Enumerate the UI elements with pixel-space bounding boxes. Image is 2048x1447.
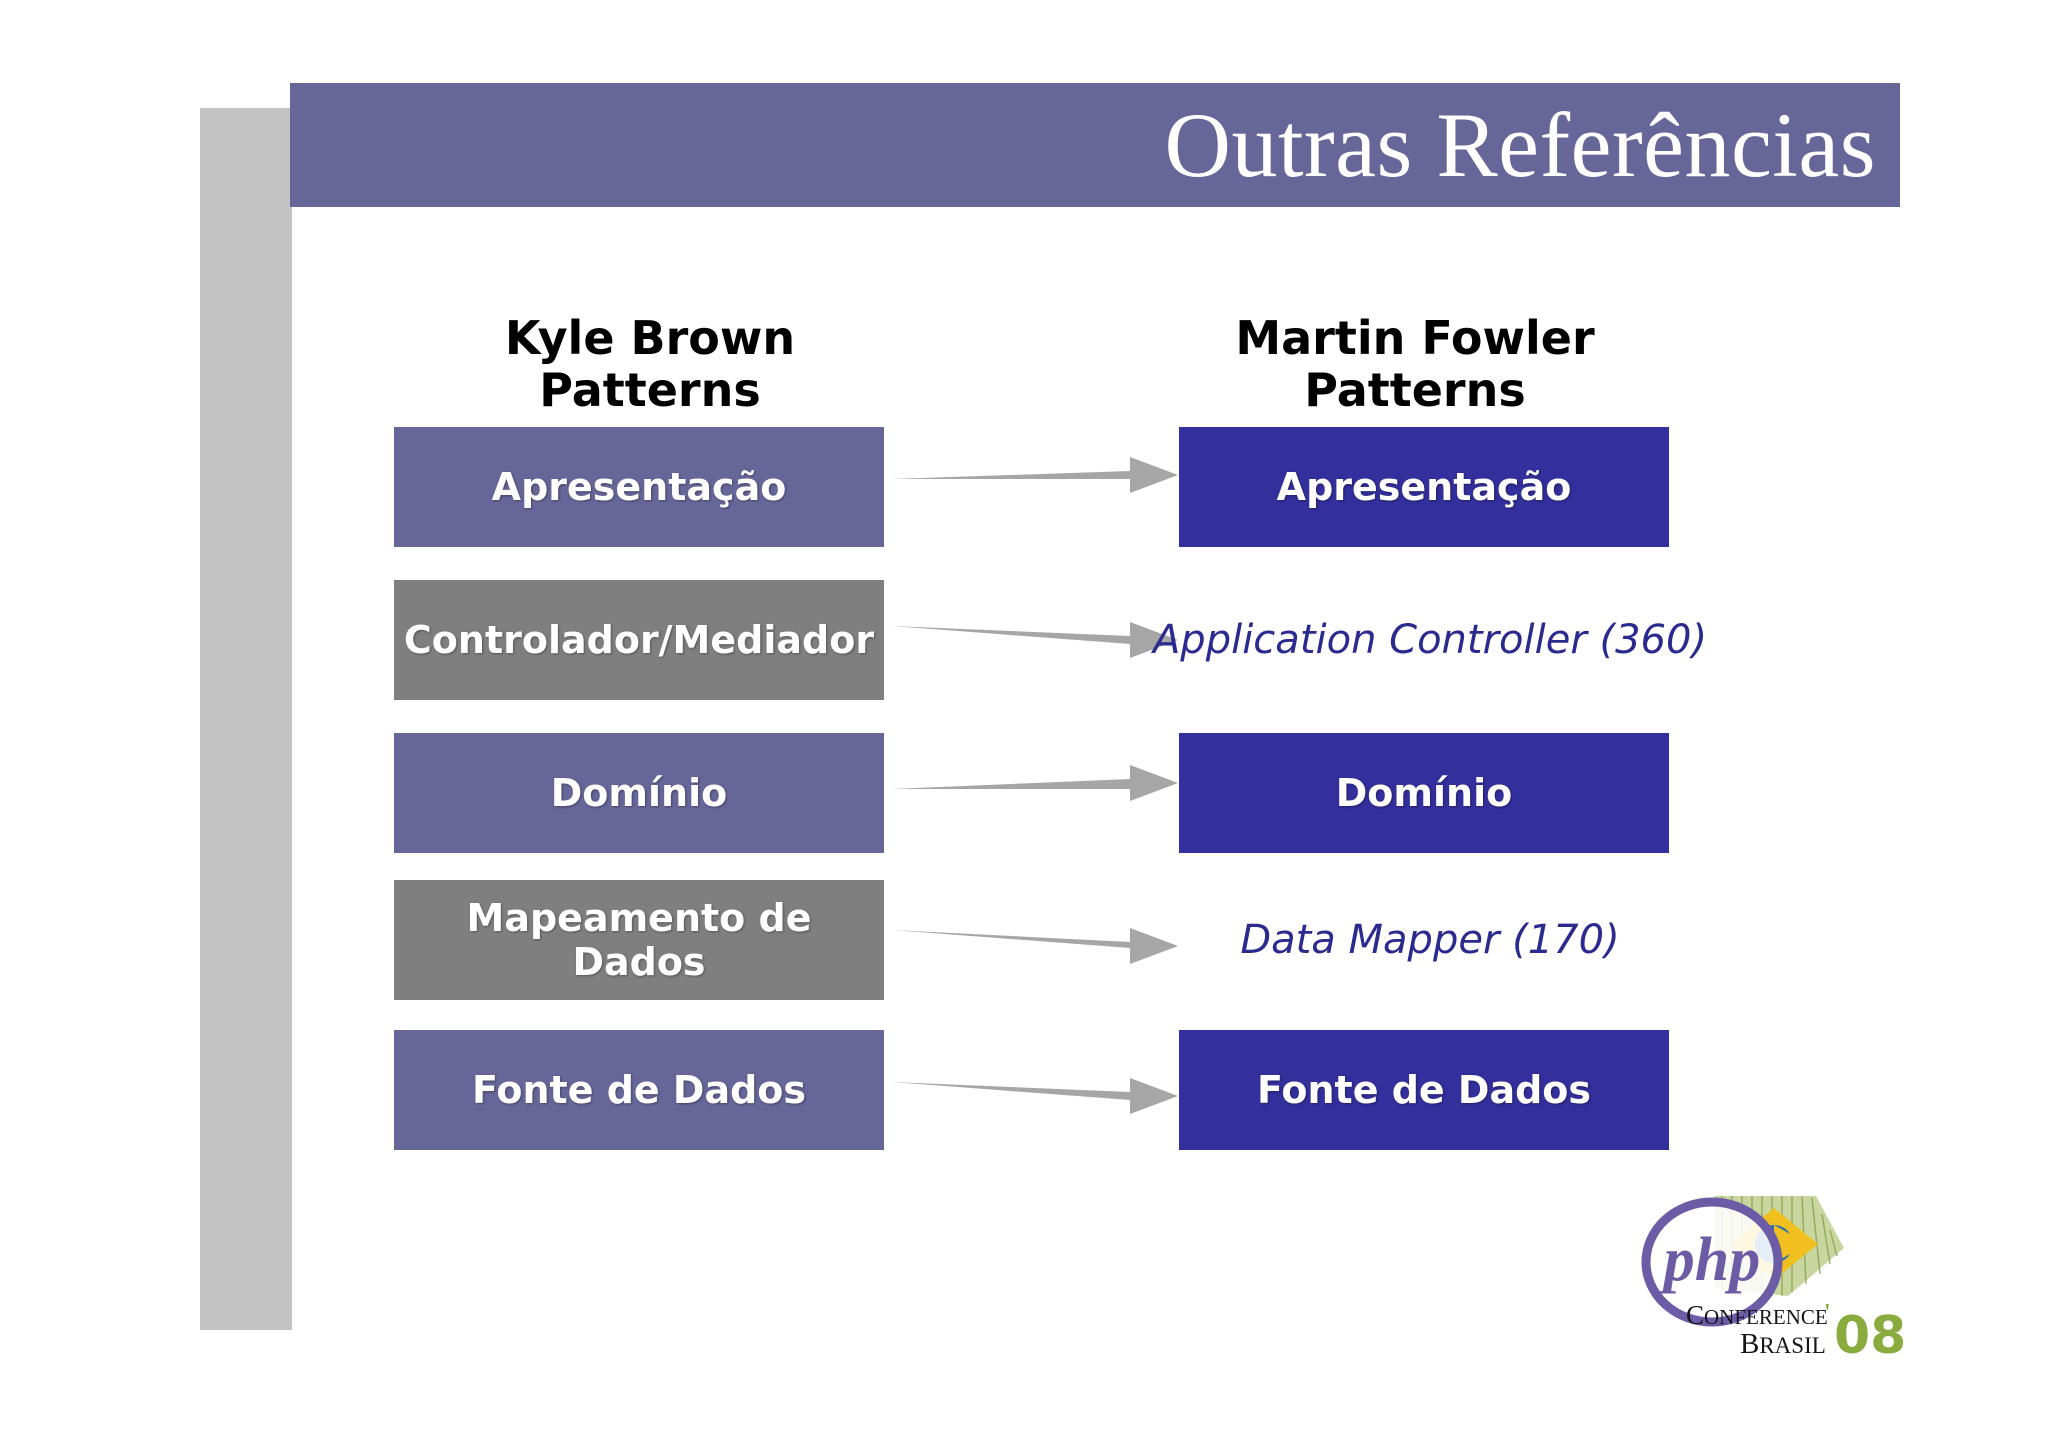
column-heading-kyle-brown: Kyle Brown Patterns (504, 311, 796, 417)
martin-fowler-label-application-controller: Application Controller (360) (1152, 617, 1708, 663)
logo-text-brasil: BRASIL (1740, 1328, 1826, 1360)
logo-apostrophe: ' (1824, 1300, 1831, 1326)
mapping-arrow-icon (892, 445, 1182, 505)
mapping-row: Fonte de Dados Fonte de Dados (0, 1030, 2048, 1150)
column-heading-martin-fowler: Martin Fowler Patterns (1235, 311, 1595, 417)
martin-fowler-box-fonte-de-dados: Fonte de Dados (1179, 1030, 1669, 1150)
mapping-row: Controlador/Mediador Application Control… (0, 580, 2048, 700)
kyle-brown-box-dominio: Domínio (394, 733, 884, 853)
logo-wordmark-php: php (1659, 1226, 1760, 1294)
kyle-brown-box-controlador-mediador: Controlador/Mediador (394, 580, 884, 700)
left-accent-bar (200, 108, 292, 1330)
mapping-arrow-icon (892, 1062, 1182, 1122)
kyle-brown-box-apresentacao: Apresentação (394, 427, 884, 547)
page-title: Outras Referências (1164, 94, 1876, 196)
php-conference-brasil-logo: php CONFERENCE BRASIL ' 08 (1638, 1188, 1906, 1368)
martin-fowler-label-data-mapper: Data Mapper (170) (1240, 917, 1620, 963)
mapping-arrow-icon (892, 604, 1182, 664)
logo-text-conference: CONFERENCE (1686, 1300, 1828, 1330)
logo-year-08: 08 (1834, 1306, 1906, 1366)
martin-fowler-box-apresentacao: Apresentação (1179, 427, 1669, 547)
martin-fowler-box-dominio: Domínio (1179, 733, 1669, 853)
mapping-row: Mapeamento de Dados Data Mapper (170) (0, 880, 2048, 1000)
kyle-brown-box-mapeamento-de-dados: Mapeamento de Dados (394, 880, 884, 1000)
mapping-row: Apresentação Apresentação (0, 427, 2048, 547)
kyle-brown-box-fonte-de-dados: Fonte de Dados (394, 1030, 884, 1150)
mapping-arrow-icon (892, 753, 1182, 813)
slide-header-bar: Outras Referências (290, 83, 1900, 207)
mapping-arrow-icon (892, 910, 1182, 970)
mapping-row: Domínio Domínio (0, 733, 2048, 853)
